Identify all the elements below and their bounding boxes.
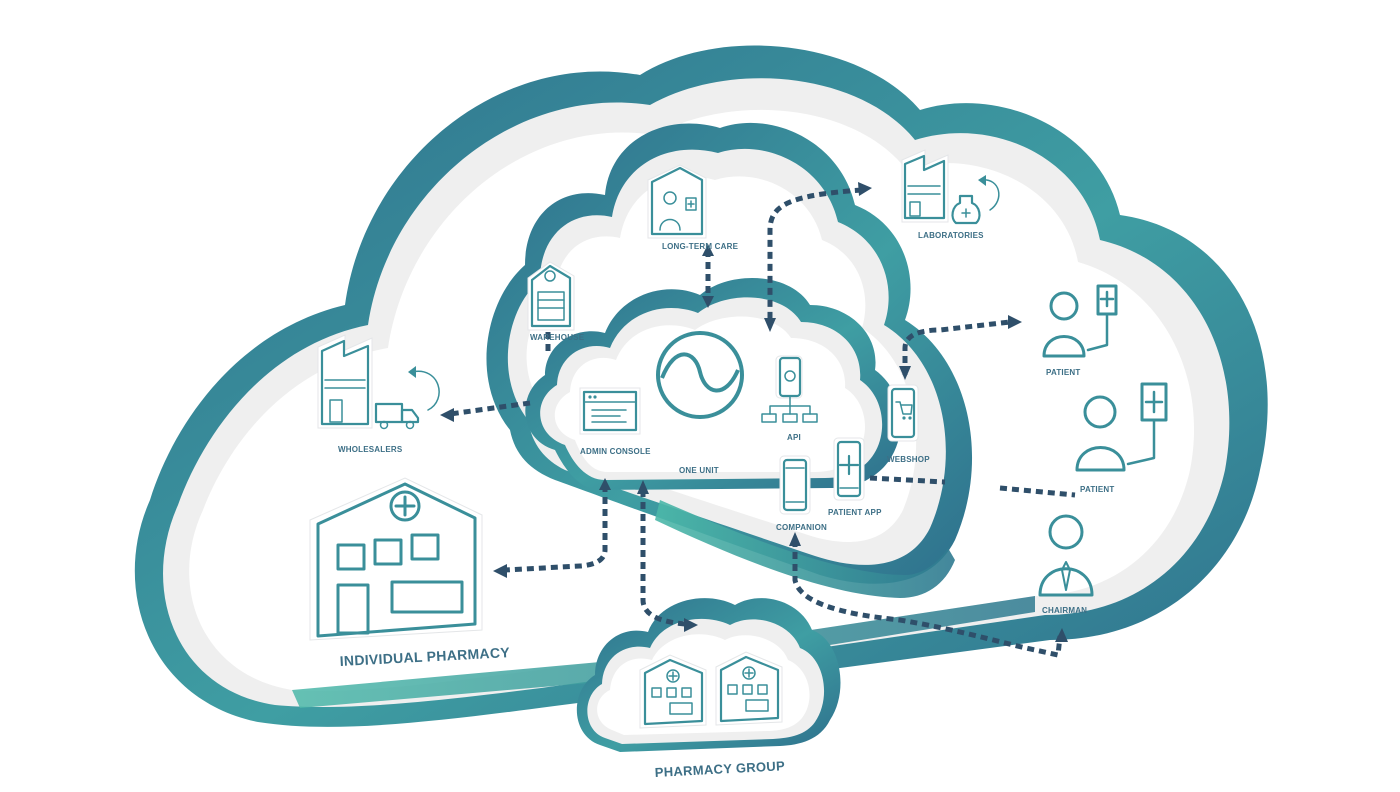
shopping-cart-icon xyxy=(887,384,919,442)
node-long-term-care[interactable]: LONG-TERM CARE xyxy=(647,164,739,251)
warehouse-icon xyxy=(527,261,575,331)
chairman-label: CHAIRMAN xyxy=(1042,606,1087,615)
wholesalers-label: WHOLESALERS xyxy=(338,445,403,454)
patient-iv-icon xyxy=(1042,284,1118,358)
node-api[interactable]: API xyxy=(761,355,818,442)
smartphone-icon xyxy=(779,455,811,515)
node-chairman[interactable]: CHAIRMAN xyxy=(1038,514,1094,615)
node-admin-console[interactable]: ADMIN CONSOLE xyxy=(579,387,651,456)
webshop-label: WEBSHOP xyxy=(887,455,930,464)
patient-iv-icon xyxy=(1075,382,1168,472)
connectors xyxy=(440,182,1076,659)
node-patient-app[interactable]: PATIENT APP xyxy=(828,437,882,517)
browser-window-icon xyxy=(579,387,641,435)
patient-1-label: PATIENT xyxy=(1046,368,1080,377)
api-label: API xyxy=(787,433,801,442)
node-laboratories[interactable]: LABORATORIES xyxy=(901,149,1000,240)
factory-icon xyxy=(901,149,949,223)
one-unit-label: ONE UNIT xyxy=(679,466,719,475)
pharmacy-group-label: PHARMACY GROUP xyxy=(654,758,785,780)
hospital-icon xyxy=(309,477,483,641)
node-wholesalers[interactable]: WHOLESALERS xyxy=(317,334,440,454)
hospital-icon xyxy=(715,651,783,726)
node-one-unit[interactable]: ONE UNIT xyxy=(656,331,744,475)
businessman-icon xyxy=(1038,514,1094,597)
smartphone-icon xyxy=(833,437,865,501)
hospital-icon xyxy=(639,654,707,729)
api-network-icon xyxy=(761,355,818,423)
companion-label: COMPANION xyxy=(776,523,827,532)
node-patient-1[interactable]: PATIENT xyxy=(1042,284,1118,377)
one-unit-logo-icon xyxy=(656,331,744,419)
node-companion[interactable]: COMPANION xyxy=(776,455,827,532)
patient-app-label: PATIENT APP xyxy=(828,508,882,517)
node-webshop[interactable]: WEBSHOP xyxy=(887,384,930,464)
patient-2-label: PATIENT xyxy=(1080,485,1114,494)
warehouse-label: WAREHOUSE xyxy=(530,333,585,342)
truck-icon xyxy=(374,366,440,430)
node-pharmacy-group[interactable]: PHARMACY GROUP xyxy=(639,651,785,780)
admin-console-label: ADMIN CONSOLE xyxy=(580,447,651,456)
flask-icon xyxy=(951,175,1000,225)
factory-icon xyxy=(317,334,373,429)
hospital-icon xyxy=(647,164,707,239)
node-warehouse[interactable]: WAREHOUSE xyxy=(527,261,585,342)
long-term-care-label: LONG-TERM CARE xyxy=(662,242,739,251)
laboratories-label: LABORATORIES xyxy=(918,231,984,240)
node-patient-2[interactable]: PATIENT xyxy=(1075,382,1168,494)
